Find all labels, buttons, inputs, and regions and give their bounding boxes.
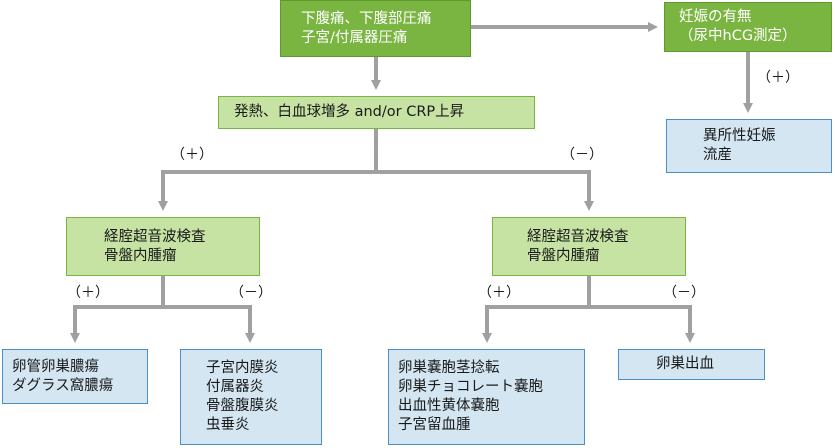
ultrasound-left-line-1: 経腟超音波検査 [104, 228, 206, 245]
pid-line-2: 付属器炎 [206, 379, 264, 395]
ectopic-line-2: 流産 [703, 147, 732, 163]
torsion-line-2: 卵巣チョコレート嚢胞 [398, 379, 543, 395]
pid-line-4: 虫垂炎 [206, 417, 250, 433]
arrow-inflammation-to-right-ultrasound [376, 170, 594, 211]
right-mass-negative-label: （－） [663, 285, 705, 301]
arrow-left-ultrasound-to-pid [163, 305, 255, 343]
arrow-right-ultrasound-to-torsion [482, 276, 591, 343]
inflammation-node: 発熱、白血球増多 and/or CRP上昇 [218, 96, 535, 129]
pregnancy-test-line-1: 妊娠の有無 [679, 9, 752, 25]
torsion-line-4: 子宮留血腫 [398, 417, 471, 433]
ultrasound-right-line-1: 経腟超音波検査 [527, 228, 629, 245]
arrow-right-ultrasound-to-ovarian-bleed [589, 305, 695, 343]
inflammation-negative-label: （－） [561, 147, 603, 163]
torsion-node: 卵巣嚢胞茎捻転 卵巣チョコレート嚢胞 出血性黄体嚢胞 子宮留血腫 [388, 349, 585, 445]
abscess-line-1: 卵管卵巣膿瘍 [12, 358, 99, 375]
ovarian-bleed-line-1: 卵巣出血 [656, 356, 714, 372]
ultrasound-right-node: 経腟超音波検査 骨盤内腫瘤 [492, 217, 686, 276]
pregnancy-positive-label: （＋） [757, 70, 799, 86]
right-mass-positive-label: （＋） [478, 285, 520, 301]
left-mass-positive-label: （＋） [67, 285, 109, 301]
ectopic-node: 異所性妊娠 流産 [666, 119, 832, 173]
pid-line-3: 骨盤腹膜炎 [206, 398, 279, 414]
ultrasound-left-line-2: 骨盤内腫瘤 [104, 247, 177, 264]
ultrasound-left-node: 経腟超音波検査 骨盤内腫瘤 [66, 217, 260, 276]
ovarian-bleed-node: 卵巣出血 [618, 349, 765, 380]
torsion-line-1: 卵巣嚢胞茎捻転 [398, 360, 500, 376]
symptoms-node: 下腹痛、下腹部圧痛 子宮/付属器圧痛 [280, 0, 471, 57]
pregnancy-test-line-2: （尿中hCG測定） [679, 28, 797, 44]
torsion-line-3: 出血性黄体嚢胞 [398, 398, 500, 414]
ectopic-line-1: 異所性妊娠 [703, 128, 776, 144]
inflammation-positive-label: （＋） [171, 147, 213, 163]
pid-line-1: 子宮内膜炎 [206, 360, 279, 376]
inflammation-line-1: 発熱、白血球増多 and/or CRP上昇 [234, 104, 465, 120]
pregnancy-test-node: 妊娠の有無 （尿中hCG測定） [664, 2, 832, 52]
abscess-line-2: ダグラス窩膿瘍 [12, 377, 114, 394]
arrow-inflammation-to-left-ultrasound [158, 129, 378, 211]
pid-node: 子宮内膜炎 付属器炎 骨盤腹膜炎 虫垂炎 [180, 349, 322, 445]
arrow-left-ultrasound-to-abscess [70, 276, 165, 343]
symptoms-line-1: 下腹痛、下腹部圧痛 [301, 10, 432, 27]
left-mass-negative-label: （－） [230, 285, 272, 301]
symptoms-line-2: 子宮/付属器圧痛 [301, 29, 408, 46]
abscess-node: 卵管卵巣膿瘍 ダグラス窩膿瘍 [2, 349, 148, 404]
ultrasound-right-line-2: 骨盤内腫瘤 [527, 247, 600, 264]
